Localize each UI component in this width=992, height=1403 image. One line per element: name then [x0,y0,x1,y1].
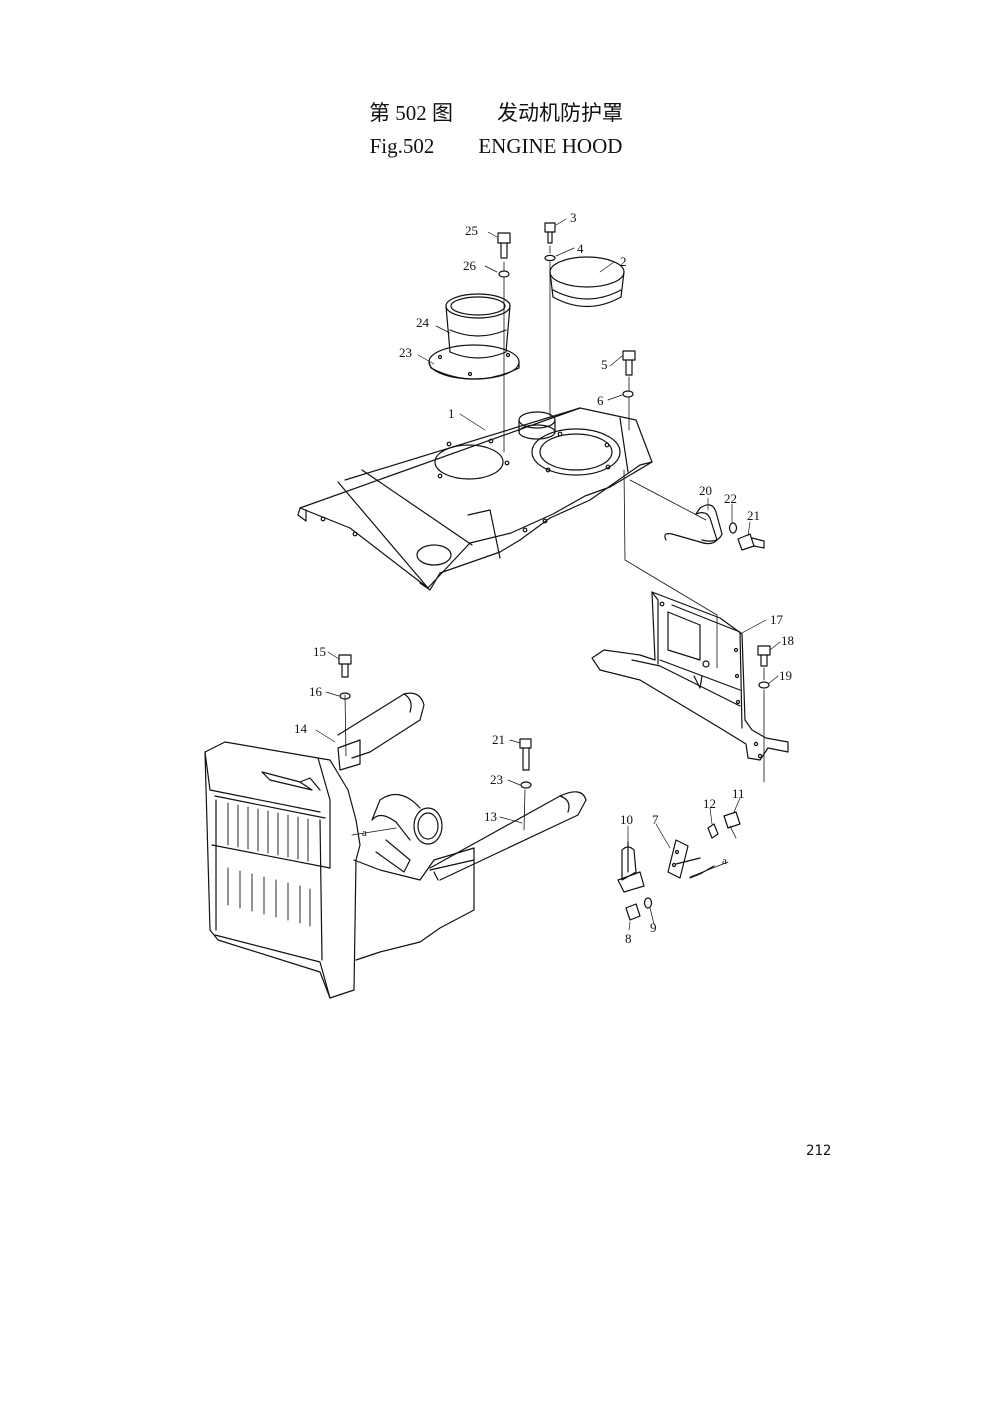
bracket-bolts [757,645,771,783]
figure-name-en: ENGINE HOOD [478,134,623,158]
elbow-connector [371,793,443,873]
top-bolts [497,222,636,398]
duct-part [428,293,520,380]
lower-pipe [429,789,587,881]
pipe-bolts-left [338,654,352,700]
figure-number-cn: 第 502 图 [369,101,453,125]
callout-26: 26 [463,258,477,273]
cap-part [549,256,625,307]
title-chinese: 第 502 图 发动机防护罩 [0,97,992,127]
callout-9: 9 [650,920,657,935]
radiator-fins [227,802,311,927]
callout-22: 22 [724,491,737,506]
callout-1: 1 [448,406,455,421]
callout-10: 10 [620,812,633,827]
callout-12: 12 [703,796,716,811]
callout-6: 6 [597,393,604,408]
callout-2: 2 [620,254,627,269]
figure-number-en: Fig.502 [369,134,435,158]
figure-name-cn: 发动机防护罩 [497,101,623,125]
callout-11: 11 [732,786,745,801]
callout-16: 16 [309,684,323,699]
callout-13: 13 [484,809,497,824]
sensor-bracket [351,811,741,921]
title-english: Fig.502 ENGINE HOOD [0,134,992,159]
callout-21-lower: 21 [492,732,505,747]
callout-3: 3 [570,210,577,225]
callout-17: 17 [770,612,784,627]
leader-lines [315,218,781,931]
callout-5: 5 [601,357,608,372]
callout-15: 15 [313,644,326,659]
assembly-lines-top [503,245,718,669]
callout-24: 24 [416,315,430,330]
handle-part [664,504,765,551]
callout-23-lower: 23 [490,772,503,787]
callout-8: 8 [625,931,632,946]
connector-mark-left: a [362,827,367,839]
callout-19: 19 [779,668,792,683]
pipe-bolts-right [519,738,532,789]
callout-23: 23 [399,345,412,360]
support-bracket [591,591,789,761]
callout-18: 18 [781,633,794,648]
radiator-frame [204,741,475,999]
hood-panel [297,407,653,591]
callout-25: 25 [465,223,478,238]
callout-20: 20 [699,483,712,498]
callout-7: 7 [652,812,659,827]
connector-mark-right: a [722,855,727,867]
callout-4: 4 [577,241,584,256]
callout-21: 21 [747,508,760,523]
callout-labels: 1 2 3 4 5 6 7 8 9 10 11 12 13 14 15 16 1… [294,210,794,946]
upper-pipe [337,692,425,771]
page-number: 212 [806,1143,832,1159]
callout-14: 14 [294,721,308,736]
